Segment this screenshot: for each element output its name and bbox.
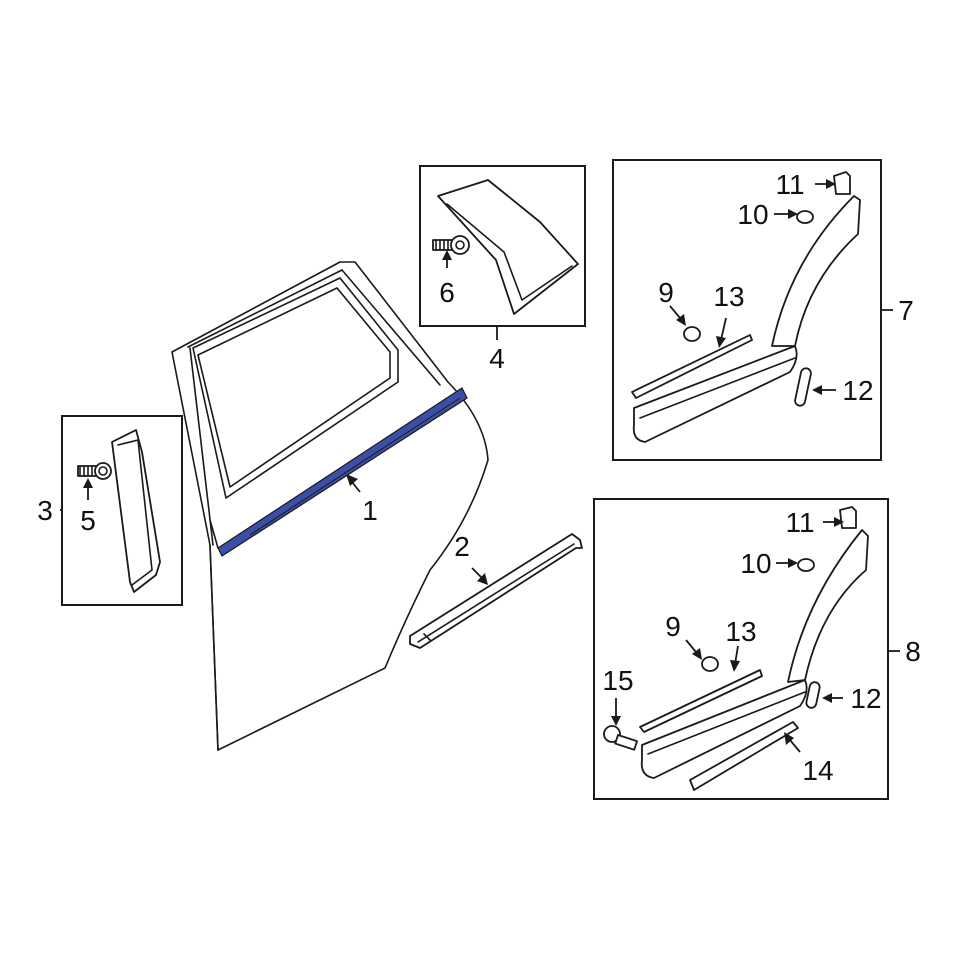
callout-3: 3 xyxy=(37,495,53,526)
callout-1: 1 xyxy=(362,495,378,526)
callout-12-a: 12 xyxy=(842,375,873,406)
callout-6: 6 xyxy=(439,277,455,308)
callout-11-b: 11 xyxy=(785,507,814,538)
strip-part-14[interactable] xyxy=(689,721,799,791)
flare-moulding-7[interactable] xyxy=(632,195,861,443)
callout-2: 2 xyxy=(454,531,470,562)
callout-10-a: 10 xyxy=(737,199,768,230)
strip-part-13-b[interactable] xyxy=(639,669,763,733)
callout-14: 14 xyxy=(802,755,833,786)
clip-part-11-b[interactable] xyxy=(839,506,857,529)
rear-door-outline xyxy=(171,261,489,751)
belt-moulding-part-1[interactable] xyxy=(217,387,468,557)
callout-7: 7 xyxy=(898,295,914,326)
clip-part-9-a[interactable] xyxy=(683,326,701,342)
grommet-part-10-a[interactable] xyxy=(796,210,814,224)
callout-13-a: 13 xyxy=(713,281,744,312)
bolt-part-15[interactable] xyxy=(603,725,638,751)
bolt-part-6[interactable] xyxy=(432,235,470,255)
callout-labels: 1 2 3 4 5 6 7 8 9 9 10 10 11 11 12 12 13… xyxy=(37,169,921,786)
clip-part-11-a[interactable] xyxy=(833,171,851,195)
trim-piece-3[interactable] xyxy=(111,429,161,593)
leader-lines xyxy=(60,179,900,753)
clip-part-9-b[interactable] xyxy=(701,656,719,672)
pad-part-12-b[interactable] xyxy=(805,681,821,709)
strip-part-13-a[interactable] xyxy=(631,334,753,399)
flare-moulding-8[interactable] xyxy=(640,529,869,779)
callout-9-b: 9 xyxy=(665,611,681,642)
callout-11-a: 11 xyxy=(775,169,804,200)
bolt-part-5[interactable] xyxy=(77,462,112,480)
callout-12-b: 12 xyxy=(850,683,881,714)
callout-10-b: 10 xyxy=(740,548,771,579)
rail-part-2[interactable] xyxy=(409,533,583,649)
callout-9-a: 9 xyxy=(658,277,674,308)
pad-part-12-a[interactable] xyxy=(794,367,812,407)
callout-8: 8 xyxy=(905,636,921,667)
callout-5: 5 xyxy=(80,505,96,536)
trim-piece-4[interactable] xyxy=(437,179,579,315)
callout-4: 4 xyxy=(489,343,505,374)
grommet-part-10-b[interactable] xyxy=(797,558,815,572)
callout-13-b: 13 xyxy=(725,616,756,647)
callout-15: 15 xyxy=(602,665,633,696)
